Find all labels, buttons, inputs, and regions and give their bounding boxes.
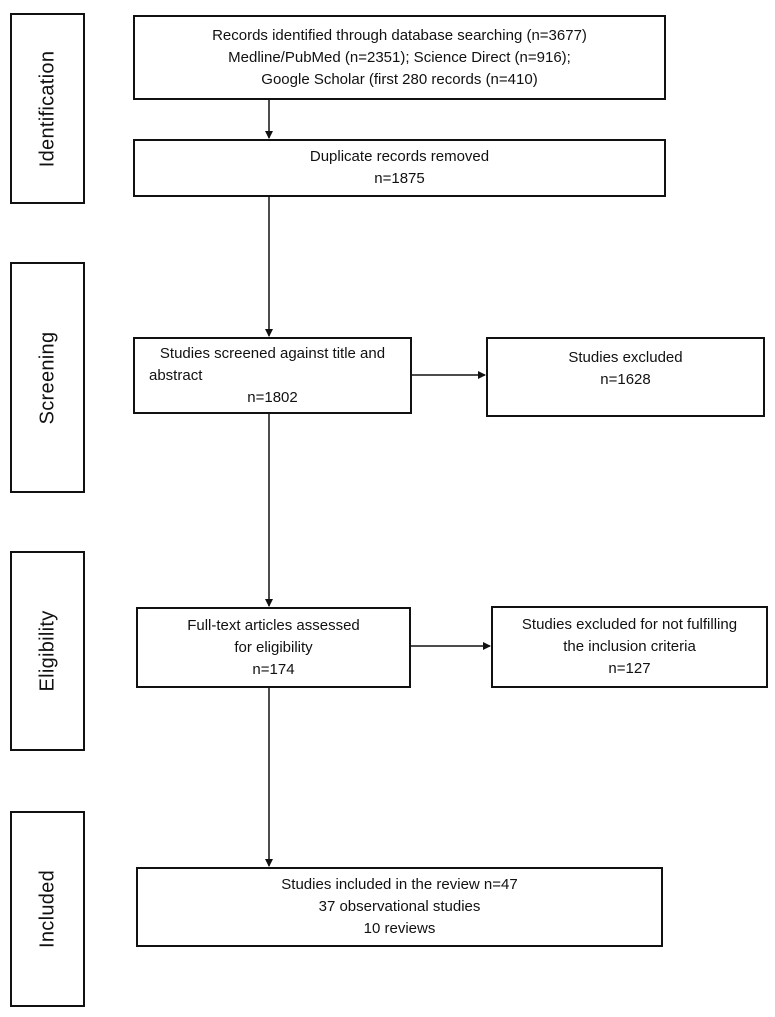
duplicates-removed-box: Duplicate records removed n=1875	[133, 139, 666, 197]
stage-eligibility: Eligibility	[10, 551, 85, 751]
identified-line-2: Medline/PubMed (n=2351); Science Direct …	[228, 48, 571, 66]
fulltext-excluded-box: Studies excluded for not fulfilling the …	[491, 606, 768, 688]
identified-records-box: Records identified through database sear…	[133, 15, 666, 100]
fulltext-excluded-line-2: the inclusion criteria	[563, 638, 696, 655]
screened-line-3: n=1802	[247, 388, 298, 406]
duplicates-line-2: n=1875	[374, 170, 425, 187]
stage-included: Included	[10, 811, 85, 1007]
screened-line-1: Studies screened against title and	[159, 344, 386, 362]
fulltext-assessed-box: Full-text articles assessed for eligibil…	[136, 607, 411, 688]
screen-excluded-line-2: n=1628	[600, 371, 651, 388]
stage-identification: Identification	[10, 13, 85, 204]
identified-line-1: Records identified through database sear…	[212, 26, 587, 44]
included-line-3: 10 reviews	[363, 920, 436, 937]
included-line-1: Studies included in the review n=47	[281, 876, 518, 893]
fulltext-line-2: for eligibility	[234, 638, 313, 656]
fulltext-excluded-line-1: Studies excluded for not fulfilling	[521, 616, 738, 633]
included-line-2: 37 observational studies	[318, 898, 481, 915]
screened-line-2: abstract	[149, 366, 203, 384]
fulltext-line-3: n=174	[252, 660, 295, 678]
screened-box: Studies screened against title and abstr…	[133, 337, 412, 414]
included-studies-box: Studies included in the review n=47 37 o…	[136, 867, 663, 947]
fulltext-excluded-line-3: n=127	[608, 660, 651, 677]
screen-excluded-box: Studies excluded n=1628	[486, 337, 765, 417]
duplicates-line-1: Duplicate records removed	[309, 148, 490, 165]
fulltext-line-1: Full-text articles assessed	[187, 616, 360, 634]
screen-excluded-line-1: Studies excluded	[568, 349, 683, 366]
identified-line-3: Google Scholar (first 280 records (n=410…	[261, 70, 538, 88]
stage-screening: Screening	[10, 262, 85, 493]
